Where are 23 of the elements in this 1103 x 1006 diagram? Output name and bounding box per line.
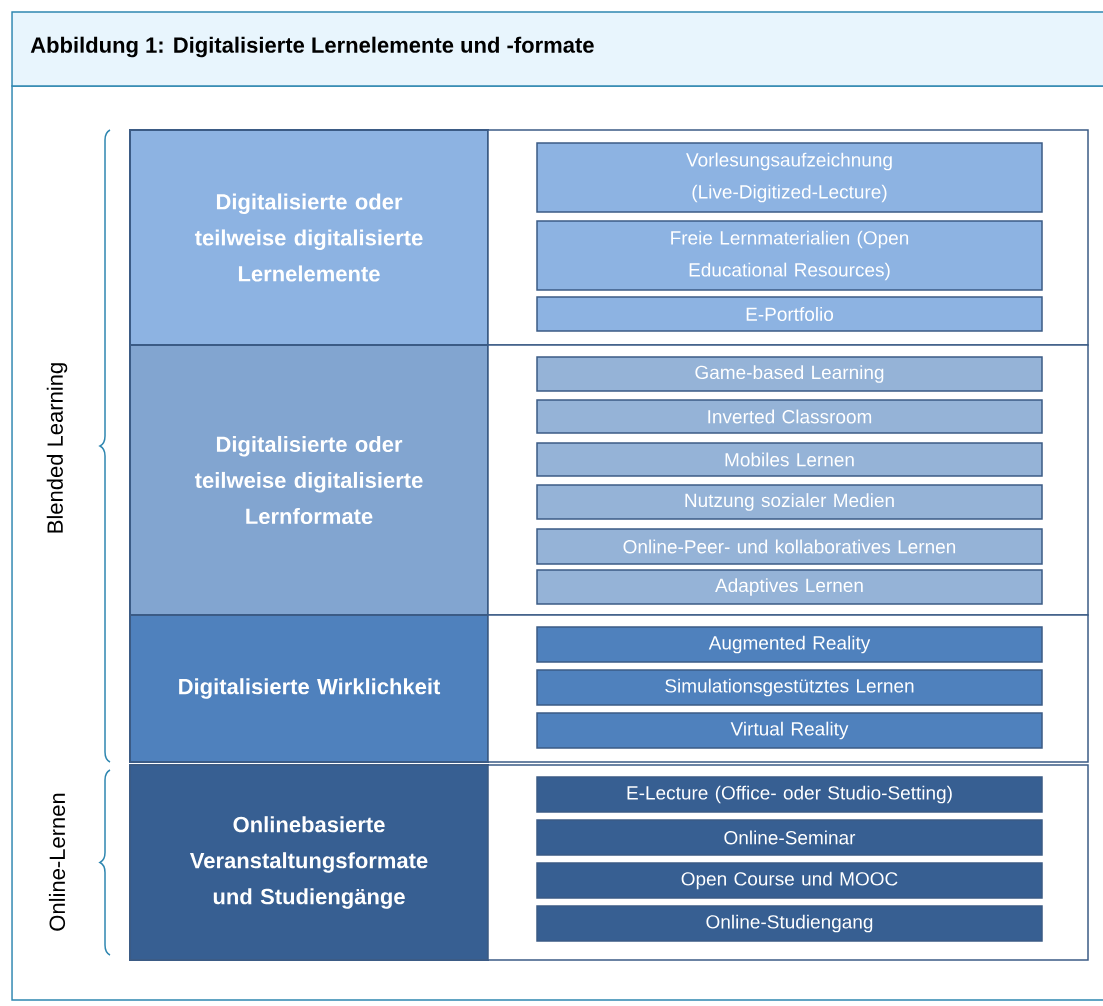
group-label: Blended Learning xyxy=(46,363,68,533)
item-box: Inverted Classroom xyxy=(536,399,1043,434)
item-box: Open Course und MOOC xyxy=(536,862,1043,899)
item-box: Nutzung sozialer Medien xyxy=(536,484,1043,520)
item-box: Augmented Reality xyxy=(536,626,1043,663)
item-box: Adaptives Lernen xyxy=(536,569,1043,605)
title-bar: Abbildung 1: Digitalisierte Lernelemente und -formate xyxy=(11,11,1103,87)
item-box: E-Lecture (Office- oder Studio-Setting) xyxy=(536,776,1043,813)
item-box: E-Portfolio xyxy=(536,296,1043,332)
category-box: Onlinebasierte Veranstaltungsformate und Studiengänge xyxy=(129,764,489,961)
item-box: Freie Lernmaterialien (Open Educational Resources) xyxy=(536,220,1043,291)
category-box: Digitalisierte oder teilweise digitalisierte Lernelemente xyxy=(129,129,489,346)
item-box: Simulationsgestütztes Lernen xyxy=(536,669,1043,706)
item-box: Mobiles Lernen xyxy=(536,442,1043,477)
item-box: Online-Seminar xyxy=(536,819,1043,856)
category-box: Digitalisierte oder teilweise digitalisierte Lernformate xyxy=(129,344,489,616)
item-box: Vorlesungsaufzeichnung (Live-Digitized-Lecture) xyxy=(536,142,1043,213)
item-box: Game-based Learning xyxy=(536,356,1043,392)
group-label: Online-Lernen xyxy=(48,793,66,931)
item-box: Online-Peer- und kollaboratives Lernen xyxy=(536,528,1043,565)
item-box: Online-Studiengang xyxy=(536,905,1043,942)
item-box: Virtual Reality xyxy=(536,712,1043,749)
category-box: Digitalisierte Wirklichkeit xyxy=(129,614,489,763)
